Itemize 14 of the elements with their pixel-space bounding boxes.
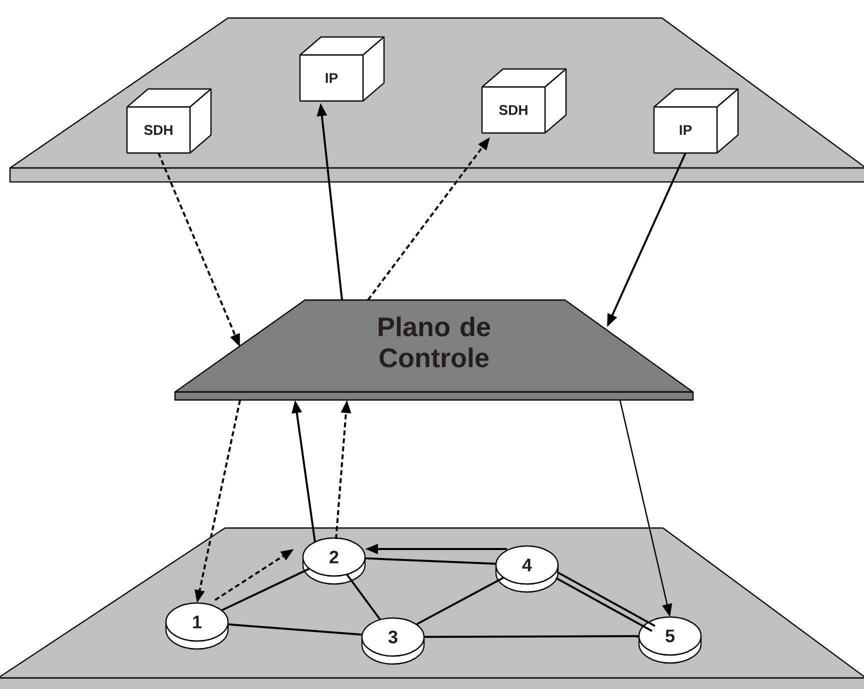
cube: SDH — [481, 68, 567, 134]
link-line — [556, 577, 652, 632]
link-line — [416, 576, 504, 626]
link-line — [366, 557, 496, 565]
cube: IP — [299, 36, 385, 102]
link-line — [228, 623, 362, 636]
link-line — [556, 571, 656, 627]
control-plane — [174, 299, 694, 401]
link-line — [346, 574, 381, 620]
link-line — [222, 568, 310, 611]
cube: SDH — [126, 88, 212, 154]
plane-label: Plano de Controle — [378, 316, 490, 368]
cube: IP — [653, 88, 739, 154]
link-line — [424, 635, 638, 638]
